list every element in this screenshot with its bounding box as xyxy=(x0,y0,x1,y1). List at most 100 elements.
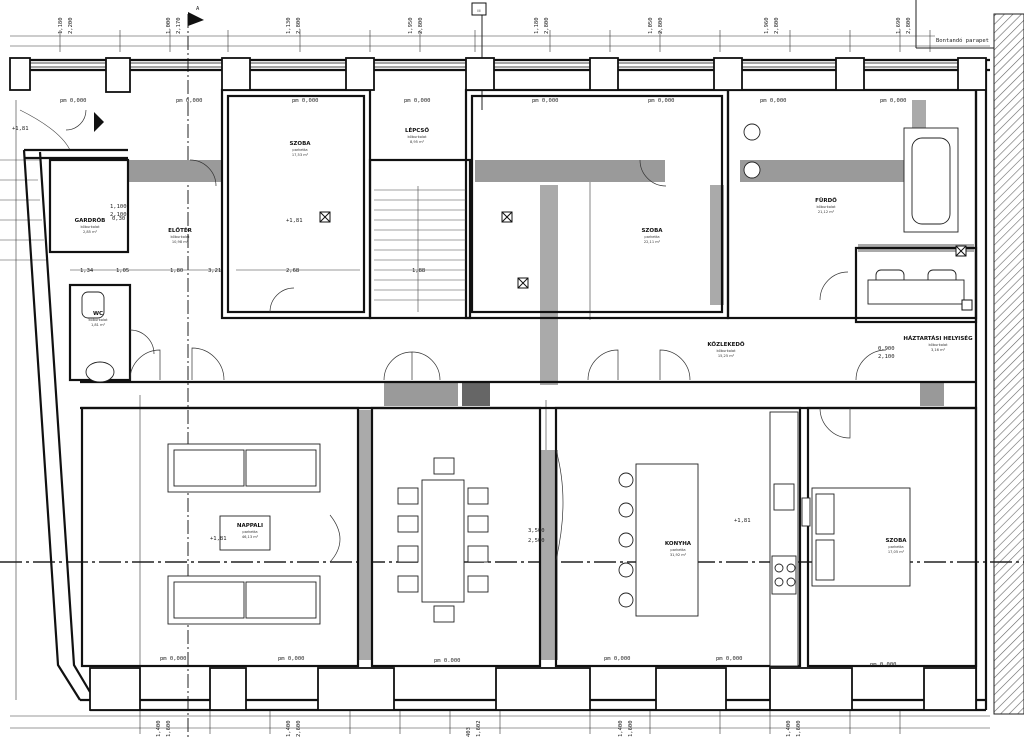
svg-text:kőburkolat: kőburkolat xyxy=(816,205,836,209)
svg-text:pm 0,000: pm 0,000 xyxy=(278,656,305,662)
svg-text:2,68: 2,68 xyxy=(286,268,299,274)
svg-text:1,100: 1,100 xyxy=(110,204,127,210)
bottom-dimension-value: 403 xyxy=(466,727,472,737)
bottom-dimension-value: 1,400 xyxy=(156,720,162,737)
svg-text:pm 0,000: pm 0,000 xyxy=(648,98,675,104)
top-dimension-value: 1,180 xyxy=(534,17,540,34)
top-dimension-value: 2,800 xyxy=(906,17,912,34)
svg-text:1,34: 1,34 xyxy=(80,268,94,274)
demolition-note: Bontandó parapet xyxy=(936,37,989,44)
svg-text:KONYHA: KONYHA xyxy=(665,541,692,547)
top-dimension-value: 1,690 xyxy=(896,17,902,34)
top-dimension-value: 2,800 xyxy=(658,17,664,34)
svg-text:+1,81: +1,81 xyxy=(286,218,303,224)
svg-text:pm 0,000: pm 0,000 xyxy=(160,656,187,662)
exterior-stair xyxy=(0,109,71,261)
svg-text:pm 0,000: pm 0,000 xyxy=(292,98,319,104)
svg-text:2,100: 2,100 xyxy=(110,212,127,218)
svg-text:parketta: parketta xyxy=(888,545,903,549)
svg-text:kőburkolat: kőburkolat xyxy=(88,318,108,322)
svg-text:kőburkolat: kőburkolat xyxy=(928,343,948,347)
bed xyxy=(801,487,911,587)
room-label-konyha: KONYHA parketta 31,92 m² xyxy=(665,541,692,557)
svg-text:17,05 m²: 17,05 m² xyxy=(888,550,905,554)
svg-text:SZOBA: SZOBA xyxy=(289,141,311,147)
svg-text:pm 0,000: pm 0,000 xyxy=(880,98,907,104)
walls xyxy=(10,58,990,712)
svg-text:31,92 m²: 31,92 m² xyxy=(670,553,687,557)
svg-text:15,25 m²: 15,25 m² xyxy=(718,354,735,358)
top-dimension-value: 2,800 xyxy=(544,17,550,34)
svg-text:kőburkolat: kőburkolat xyxy=(170,235,190,239)
svg-text:parketta: parketta xyxy=(242,530,257,534)
svg-text:3,16 m²: 3,16 m² xyxy=(931,348,946,352)
neighbour-wall xyxy=(993,13,1024,715)
svg-text:10,98 m²: 10,98 m² xyxy=(172,240,189,244)
svg-text:+1,81: +1,81 xyxy=(734,518,751,524)
svg-text:kőburkolat: kőburkolat xyxy=(80,225,100,229)
section-flag-icon-2 xyxy=(94,112,104,132)
inner-dimension-labels: 2,68 1,88 1,80 3,21 1,34 1,05 0,30 1,100… xyxy=(80,204,895,544)
svg-text:2,85 m²: 2,85 m² xyxy=(83,230,98,234)
top-dimension-value: 1,180 xyxy=(58,17,64,34)
svg-text:1,88: 1,88 xyxy=(412,268,425,274)
top-dimension-value: 1,000 xyxy=(166,17,172,34)
bottom-dimension-value: 1,400 xyxy=(618,720,624,737)
room-label-wc: WC kőburkolat 1,81 m² xyxy=(88,311,108,327)
dimension-ticks xyxy=(59,30,931,734)
svg-text:46,13 m²: 46,13 m² xyxy=(242,535,259,539)
svg-text:pm 0,000: pm 0,000 xyxy=(176,98,203,104)
top-dimension-value: 1,960 xyxy=(764,17,770,34)
bottom-dimension-value: 1,400 xyxy=(286,720,292,737)
svg-text:ELŐTÉR: ELŐTÉR xyxy=(168,226,192,234)
room-label-gardrob: GARDRÓB kőburkolat 2,85 m² xyxy=(75,217,106,234)
bottom-dimension-value: 1,400 xyxy=(786,720,792,737)
vent-markers xyxy=(319,211,973,311)
svg-text:pm 0,000: pm 0,000 xyxy=(404,98,431,104)
svg-text:parketta: parketta xyxy=(670,548,685,552)
svg-text:kőburkolat: kőburkolat xyxy=(716,349,736,353)
svg-text:pm 0,000: pm 0,000 xyxy=(60,98,87,104)
bottom-dimension-value: 1,602 xyxy=(476,720,482,737)
svg-text:2,500: 2,500 xyxy=(528,538,545,544)
kitchen xyxy=(618,411,799,667)
svg-text:LÉPCSŐ: LÉPCSŐ xyxy=(405,126,429,134)
svg-text:3,500: 3,500 xyxy=(528,528,545,534)
svg-text:+1,81: +1,81 xyxy=(210,536,227,542)
svg-text:pm 0,000: pm 0,000 xyxy=(532,98,559,104)
svg-text:17,53 m²: 17,53 m² xyxy=(292,153,309,157)
svg-text:3,21: 3,21 xyxy=(208,268,221,274)
south-piers xyxy=(89,667,977,711)
room-label-szoba-1: SZOBA parketta 17,53 m² xyxy=(289,141,311,157)
room-label-lepcso: LÉPCSŐ kőburkolat 8,95 m² xyxy=(405,126,429,144)
top-dimension-value: 2,800 xyxy=(296,17,302,34)
svg-text:HÁZTARTÁSI HELYISÉG: HÁZTARTÁSI HELYISÉG xyxy=(903,334,973,342)
svg-text:pm 0.000: pm 0.000 xyxy=(434,658,461,664)
room-label-kozlekedo: KÖZLEKEDŐ kőburkolat 15,25 m² xyxy=(707,341,745,358)
svg-text:NAPPALI: NAPPALI xyxy=(237,523,263,529)
grid-marker-label: III xyxy=(477,9,480,13)
room-label-szoba-2: SZOBA parketta 22,11 m² xyxy=(641,228,663,244)
svg-text:pm 0,000: pm 0,000 xyxy=(760,98,787,104)
room-label-nappali: NAPPALI parketta 46,13 m² xyxy=(237,523,263,539)
top-dimension-value: 1,130 xyxy=(286,17,292,34)
svg-text:21,12 m²: 21,12 m² xyxy=(818,210,835,214)
svg-text:KÖZLEKEDŐ: KÖZLEKEDŐ xyxy=(707,341,745,348)
bottom-dimension-value: 1,600 xyxy=(166,720,172,737)
svg-text:22,11 m²: 22,11 m² xyxy=(644,240,661,244)
svg-text:8,95 m²: 8,95 m² xyxy=(410,140,425,144)
svg-text:1,05: 1,05 xyxy=(116,268,129,274)
svg-text:0,30: 0,30 xyxy=(112,216,125,222)
svg-text:pm 0,000: pm 0,000 xyxy=(716,656,743,662)
top-dimension-value: 2,800 xyxy=(418,17,424,34)
room-label-furdo: FÜRDŐ kőburkolat 21,12 m² xyxy=(815,197,837,214)
room-label-szoba-3: SZOBA parketta 17,05 m² xyxy=(885,538,907,554)
window-glass xyxy=(30,62,958,68)
dining-table xyxy=(397,457,489,623)
svg-text:1,81 m²: 1,81 m² xyxy=(91,323,106,327)
living-furniture xyxy=(167,443,321,625)
svg-text:2,100: 2,100 xyxy=(878,354,895,360)
